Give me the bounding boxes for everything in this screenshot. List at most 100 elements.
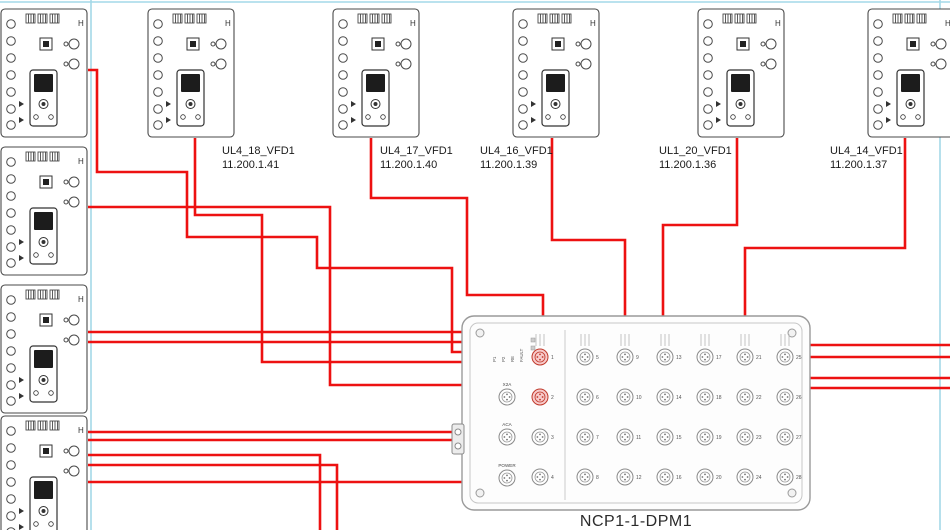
device-label: UL4_18_VFD1 11.200.1.41 (222, 145, 295, 172)
vfd-device[interactable]: H (0, 146, 88, 276)
dpm-port[interactable] (696, 348, 714, 366)
vfd-right-ports (395, 38, 412, 70)
dpm-port[interactable] (531, 468, 549, 486)
vfd-right-ports (63, 314, 80, 346)
vfd-device[interactable]: H (0, 415, 88, 530)
dpm-port[interactable] (696, 388, 714, 406)
dpm-port[interactable] (498, 469, 516, 487)
vfd-h-label: H (590, 19, 596, 28)
dpm-led-icon (530, 345, 536, 351)
vfd-right-ports (63, 38, 80, 70)
vfd-terminal-circles (518, 19, 528, 130)
dpm-port[interactable] (531, 348, 549, 366)
dpm-led-label: P2 (501, 356, 506, 362)
vfd-top-connectors-icon (892, 13, 927, 24)
dpm-port[interactable] (576, 388, 594, 406)
dpm-port[interactable] (616, 428, 634, 446)
dpm-port[interactable] (656, 388, 674, 406)
cable-bottom-2[interactable] (88, 463, 339, 530)
arrow-marker-icon (166, 101, 171, 107)
vfd-device[interactable]: H (0, 284, 88, 414)
cable-d6[interactable] (743, 138, 907, 316)
dpm-port-number: 4 (551, 475, 554, 481)
dpm-port-number: 5 (596, 355, 599, 361)
cable-d4[interactable] (550, 138, 627, 316)
dpm-port[interactable] (736, 428, 754, 446)
device-ip: 11.200.1.41 (222, 158, 280, 171)
dpm-port[interactable] (498, 428, 516, 446)
vfd-h-label: H (78, 19, 84, 28)
dpm-port[interactable] (656, 428, 674, 446)
dpm-port[interactable] (696, 468, 714, 486)
dpm-port[interactable] (576, 468, 594, 486)
vfd-device[interactable]: H (332, 8, 420, 138)
dpm-port[interactable] (776, 428, 794, 446)
dpm-port[interactable] (576, 348, 594, 366)
vfd-top-connectors-icon (722, 13, 757, 24)
vfd-chip-core (43, 179, 49, 185)
vfd-display-screen (34, 74, 53, 92)
device-label: UL4_14_VFD1 11.200.1.37 (830, 145, 903, 172)
dpm-port[interactable] (531, 428, 549, 446)
vfd-top-connectors-icon (537, 13, 572, 24)
dpm-port-number: 25 (796, 355, 802, 361)
arrow-marker-icon (19, 255, 24, 261)
dpm-port[interactable] (531, 388, 549, 406)
dpm-port-number: 28 (796, 475, 802, 481)
arrow-marker-icon (716, 117, 721, 123)
dpm-port[interactable] (576, 428, 594, 446)
dpm-port[interactable] (776, 468, 794, 486)
dpm-port-number: 19 (716, 435, 722, 441)
vfd-right-ports (63, 176, 80, 208)
cable-d2[interactable] (193, 138, 462, 364)
vfd-display-screen (181, 74, 200, 92)
dpm-port[interactable] (616, 468, 634, 486)
device-label: UL4_17_VFD1 11.200.1.40 (380, 145, 453, 172)
dpm-port[interactable] (736, 468, 754, 486)
arrow-marker-icon (19, 524, 24, 530)
cable-bottom-1[interactable] (88, 453, 322, 530)
vfd-device[interactable]: H (0, 8, 88, 138)
vfd-top-connectors-icon (172, 13, 207, 24)
cable-l2[interactable] (88, 205, 462, 387)
vfd-device[interactable]: H (147, 8, 235, 138)
vfd-h-label: H (78, 157, 84, 166)
cable-d5[interactable] (661, 138, 739, 316)
dpm-port-number: 8 (596, 475, 599, 481)
dpm-port-number: 18 (716, 395, 722, 401)
vfd-right-ports (760, 38, 777, 70)
arrow-marker-icon (19, 393, 24, 399)
dpm-port-number: 10 (636, 395, 642, 401)
vfd-display-screen (546, 74, 565, 92)
dpm-port[interactable] (736, 348, 754, 366)
dpm-led-label: FAULT (519, 348, 524, 362)
dpm-port-number: 1 (551, 355, 554, 361)
dpm-port[interactable] (696, 428, 714, 446)
vfd-terminal-circles (703, 19, 713, 130)
device-ip: 11.200.1.40 (380, 158, 438, 171)
dpm-port-number: 6 (596, 395, 599, 401)
dpm-port-number: 26 (796, 395, 802, 401)
arrow-marker-icon (886, 101, 891, 107)
dpm-faceplate (469, 322, 803, 504)
arrow-marker-icon (531, 101, 536, 107)
dpm-port[interactable] (776, 388, 794, 406)
cable-l1[interactable] (88, 68, 462, 354)
cable-d3[interactable] (369, 138, 545, 316)
vfd-device[interactable]: H (867, 8, 950, 138)
vfd-device[interactable]: H (512, 8, 600, 138)
vfd-device[interactable]: H (697, 8, 785, 138)
vfd-top-connectors-icon (25, 13, 60, 24)
dpm-port[interactable] (616, 348, 634, 366)
dpm-port[interactable] (616, 388, 634, 406)
dpm-port[interactable] (656, 348, 674, 366)
vfd-top-connectors-icon (25, 289, 60, 300)
vfd-keypad (29, 476, 58, 530)
dpm-port[interactable] (736, 388, 754, 406)
dpm-port[interactable] (498, 388, 516, 406)
dpm-port[interactable] (656, 468, 674, 486)
dpm-port[interactable] (776, 348, 794, 366)
dpm-led-label: RE (510, 356, 515, 362)
